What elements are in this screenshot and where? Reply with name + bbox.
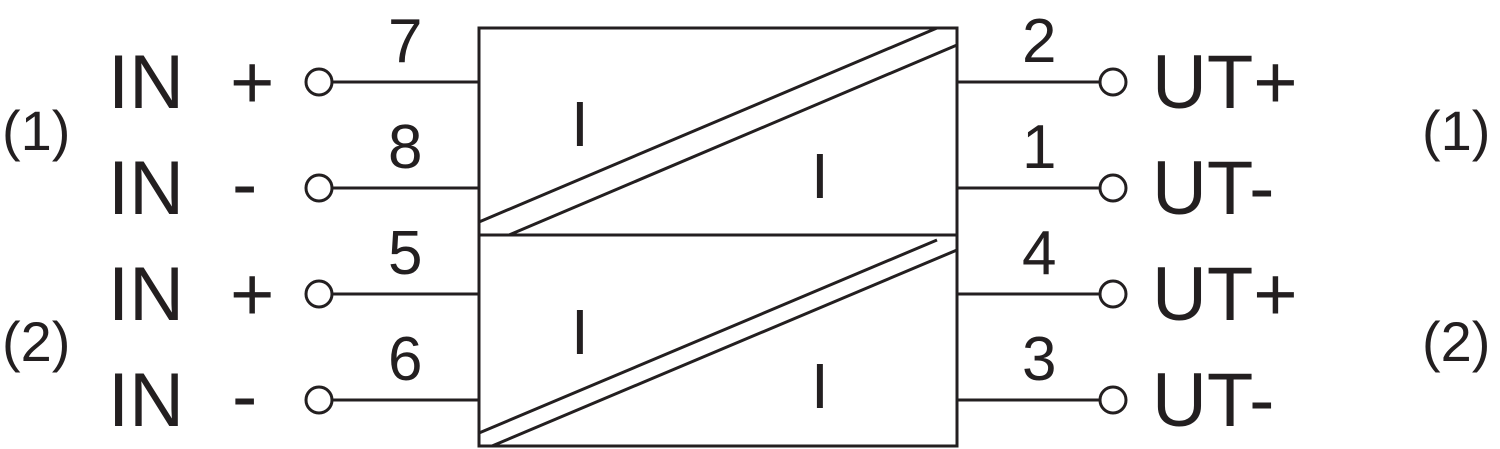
channel-2: (2) (2) IN + 5 IN - 6 4 UT+ 3 UT- I I [2,219,1490,448]
input-pin-number: 8 [388,113,422,182]
isolator-block [477,233,959,448]
block-symbol-output: I [811,350,829,422]
isolator-block [477,26,959,237]
block-symbol-output: I [811,140,829,212]
output-pin-number: 3 [1022,325,1056,394]
isolation-barrier-line [478,26,938,224]
output-terminal [1098,173,1128,203]
output-terminal [1098,385,1128,415]
output-pin-number: 1 [1022,113,1056,182]
input-terminal [304,67,334,97]
output-pin-number: 2 [1022,7,1056,76]
input-pin-number: 5 [388,219,422,288]
input-terminal [304,173,334,203]
input-sign: + [230,40,274,125]
input-pin-number: 6 [388,325,422,394]
isolation-barrier-line [491,248,958,448]
output-name: UT- [1152,146,1274,231]
input-terminal [304,279,334,309]
input-sign: - [232,142,257,227]
isolation-barrier-line [478,238,938,435]
channel-label-right: (2) [1422,310,1490,373]
input-name: IN [108,40,184,125]
isolation-barrier-line [508,43,958,237]
input-terminal [304,385,334,415]
channel-label-right: (1) [1422,99,1490,162]
input-name: IN [108,146,184,231]
input-name: IN [108,358,184,443]
input-name: IN [108,252,184,337]
output-terminal [1098,279,1128,309]
block-symbol-input: I [571,88,589,160]
channel-label-left: (1) [2,99,70,162]
input-sign: + [230,252,274,337]
output-name: UT+ [1152,40,1298,125]
output-name: UT- [1152,358,1274,443]
output-pin-number: 4 [1022,219,1056,288]
input-sign: - [232,354,257,439]
block-symbol-input: I [571,296,589,368]
output-name: UT+ [1152,252,1298,337]
input-pin-number: 7 [388,7,422,76]
channel-1: (1) (1) IN + 7 IN - 8 2 UT+ 1 UT- I I [2,7,1490,237]
output-terminal [1098,67,1128,97]
channel-label-left: (2) [2,310,70,373]
